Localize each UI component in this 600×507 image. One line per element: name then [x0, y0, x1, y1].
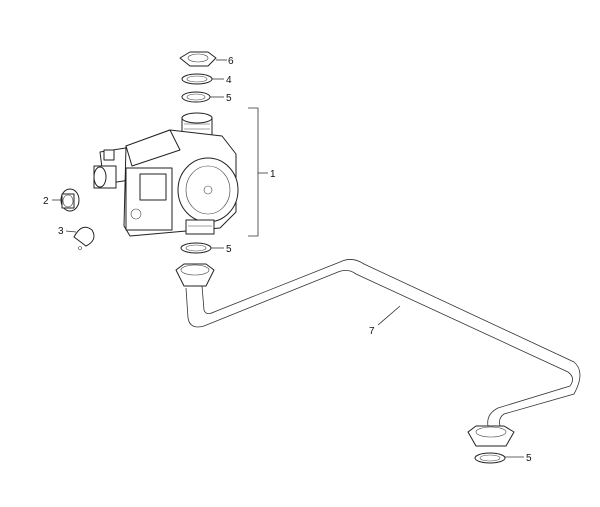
- gas-valve-part[interactable]: [93, 107, 268, 237]
- gas-pipe-part[interactable]: [175, 259, 581, 447]
- washer-middle-part[interactable]: [180, 242, 224, 254]
- ring-part[interactable]: [181, 73, 224, 85]
- callout-7: 7: [369, 326, 375, 337]
- callout-2: 2: [43, 196, 49, 207]
- callout-3: 3: [58, 226, 64, 237]
- callout-1: 1: [270, 169, 276, 180]
- hex-nut-part[interactable]: [179, 51, 227, 67]
- callout-5-lower: 5: [526, 453, 532, 464]
- plug-part[interactable]: [52, 188, 80, 212]
- callout-5-upper: 5: [226, 93, 232, 104]
- clip-part[interactable]: [65, 226, 95, 250]
- washer-lower-part[interactable]: [474, 452, 524, 464]
- callout-4: 4: [226, 75, 232, 86]
- callout-5-middle: 5: [226, 244, 232, 255]
- washer-upper-part[interactable]: [181, 91, 224, 103]
- callout-6: 6: [228, 56, 234, 67]
